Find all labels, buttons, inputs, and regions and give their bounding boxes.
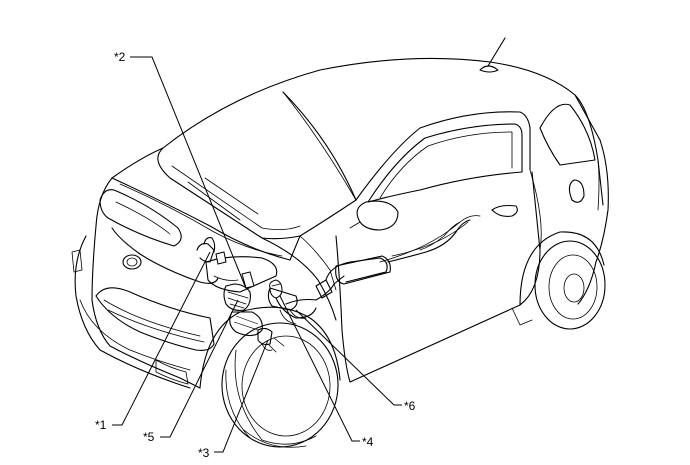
door-outline: [335, 171, 541, 383]
leader-2: [130, 56, 246, 287]
rear-pipe: [387, 219, 471, 263]
right-vent: [155, 359, 189, 385]
leader-5: [160, 299, 239, 438]
emblem: [122, 254, 142, 270]
side-mirror: [356, 200, 399, 231]
front-wheel-arch: [199, 306, 341, 389]
window-frame-inner: [379, 131, 513, 199]
rear-quarter-window: [539, 103, 596, 166]
sensor-3: [257, 327, 273, 346]
sensor-3-wiring: [261, 337, 285, 353]
bracket: [213, 275, 239, 281]
headlight-inner: [115, 201, 171, 235]
rear-hub: [563, 273, 585, 303]
exhaust-manifold: [223, 283, 251, 311]
door-handle: [491, 204, 518, 217]
lower-grille: [95, 287, 215, 351]
callout-1: *1: [95, 418, 107, 432]
front-tire-shadow: [243, 429, 317, 448]
windshield-inner: [171, 165, 301, 230]
hood-edge: [119, 183, 283, 257]
callout-5: *5: [143, 430, 155, 444]
callout-6: *6: [404, 399, 416, 413]
sensor-connector-1: [196, 243, 215, 263]
rear-bumper-edge: [597, 159, 600, 211]
callouts: *1 *2 *3 *4 *5 *6: [95, 50, 416, 460]
roof-inner-line: [282, 91, 357, 201]
antenna: [479, 37, 506, 73]
front-tire-tread: [225, 349, 263, 441]
fuel-door: [568, 179, 585, 203]
front-tire: [221, 322, 339, 448]
leader-6: [295, 309, 402, 406]
catalytic-converter: [229, 311, 263, 337]
sensor-wire-1: [203, 237, 216, 253]
tailpipe-hanger: [419, 221, 461, 251]
relay-block: [241, 271, 255, 289]
leader-4: [279, 295, 360, 442]
component-4-cap: [271, 283, 281, 287]
pipe-4: [275, 297, 317, 319]
rear-tire-inner: [548, 254, 598, 320]
muffler: [335, 255, 391, 285]
hood: [111, 147, 301, 261]
bumper-lower-line: [79, 299, 191, 371]
side-window: [367, 123, 523, 203]
callout-4: *4: [362, 435, 374, 449]
roof-outline: [162, 57, 601, 149]
rear-body: [577, 139, 609, 305]
a-pillar: [355, 111, 531, 201]
emblem-inner: [126, 257, 138, 267]
rear-mudflap: [511, 307, 533, 326]
engine-components: [196, 219, 471, 353]
leader-3: [214, 339, 269, 453]
exhaust-pipe-flange: [315, 279, 333, 299]
mirror-arm: [349, 221, 361, 229]
callout-3: *3: [198, 446, 210, 460]
front-upper-panel: [205, 256, 278, 293]
front-fascia: [91, 177, 201, 389]
headlight: [99, 189, 182, 247]
front-fender: [261, 237, 337, 321]
leader-lines: [112, 56, 402, 453]
wiper: [187, 177, 259, 221]
windshield: [157, 91, 357, 240]
rear-tire: [534, 240, 606, 330]
sensor-connector-2: [215, 251, 227, 265]
leader-1: [112, 251, 211, 426]
car-illustration: [71, 37, 609, 448]
exhaust-pipe-under: [325, 257, 388, 283]
fender-line: [299, 235, 337, 291]
exhaust-pipe-front: [285, 275, 345, 305]
door-shut-line: [529, 169, 542, 251]
left-vent: [71, 249, 83, 273]
callout-2: *2: [114, 50, 126, 64]
front-tire-inner: [241, 335, 331, 437]
rear-wheel-arch: [519, 231, 605, 306]
catalytic-bands: [233, 315, 259, 331]
lower-grille-slats: [103, 299, 205, 343]
